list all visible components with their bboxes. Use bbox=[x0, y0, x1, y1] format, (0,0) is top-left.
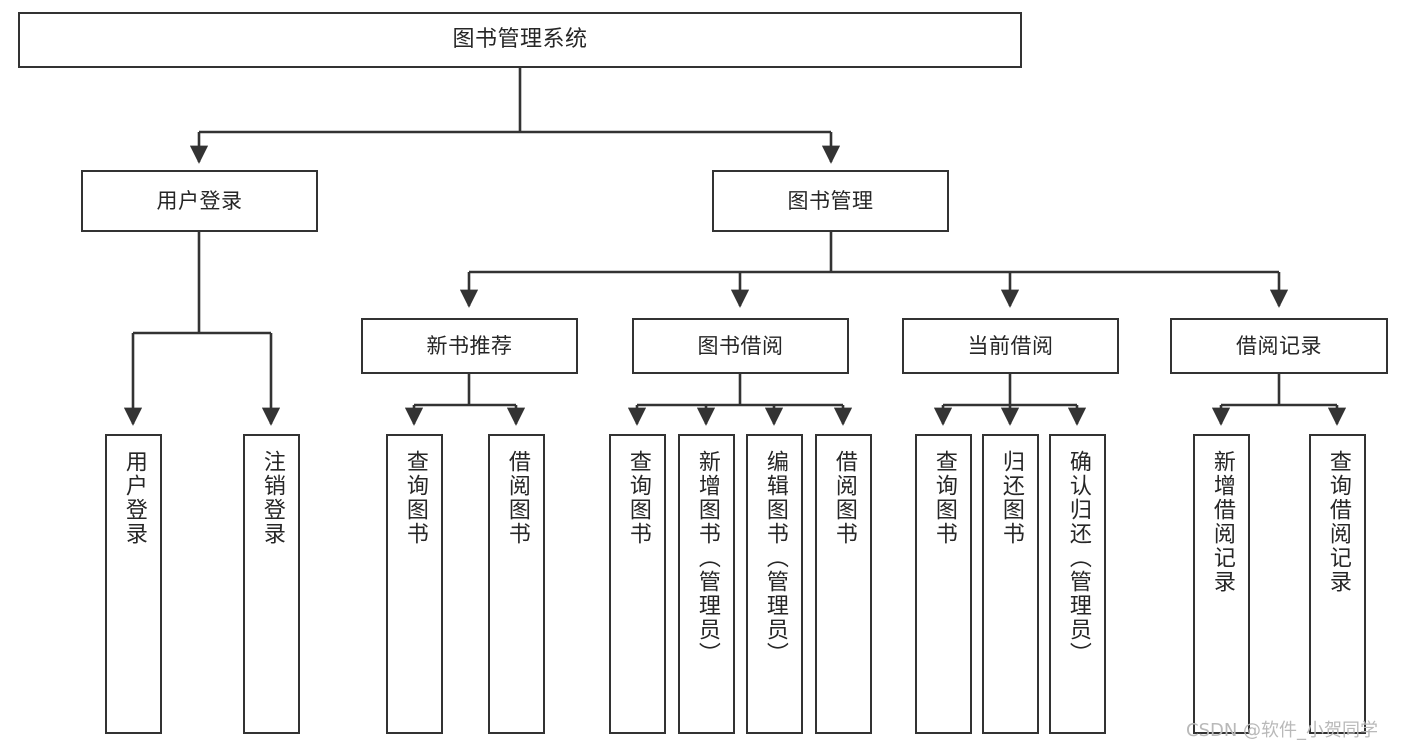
leaf-confirm-return-admin[interactable]: 确认归还（管理员） bbox=[1049, 434, 1106, 734]
node-label: 编辑图书（管理员） bbox=[762, 450, 788, 666]
leaf-query-book-current[interactable]: 查询图书 bbox=[915, 434, 972, 734]
leaf-add-borrow-record[interactable]: 新增借阅记录 bbox=[1193, 434, 1250, 734]
leaf-query-book-borrow[interactable]: 查询图书 bbox=[609, 434, 666, 734]
watermark: CSDN @软件_小贺同学 bbox=[1186, 720, 1379, 741]
node-label: 图书借阅 bbox=[697, 333, 784, 358]
node-label: 借阅记录 bbox=[1236, 333, 1322, 358]
node-label: 新增借阅记录 bbox=[1209, 450, 1235, 594]
node-label: 图书管理系统 bbox=[452, 27, 588, 53]
node-root-system[interactable]: 图书管理系统 bbox=[18, 12, 1022, 68]
node-label: 查询图书 bbox=[625, 450, 651, 546]
leaf-query-borrow-record[interactable]: 查询借阅记录 bbox=[1309, 434, 1366, 734]
node-label: 归还图书 bbox=[998, 450, 1024, 546]
node-label: 新增图书（管理员） bbox=[694, 450, 720, 666]
node-label: 用户登录 bbox=[121, 450, 147, 546]
leaf-borrow-book[interactable]: 借阅图书 bbox=[815, 434, 872, 734]
node-label: 查询图书 bbox=[402, 450, 428, 546]
leaf-user-login[interactable]: 用户登录 bbox=[105, 434, 162, 734]
leaf-borrow-book-new[interactable]: 借阅图书 bbox=[488, 434, 545, 734]
node-label: 确认归还（管理员） bbox=[1065, 450, 1091, 666]
leaf-edit-book-admin[interactable]: 编辑图书（管理员） bbox=[746, 434, 803, 734]
node-borrow-record[interactable]: 借阅记录 bbox=[1170, 318, 1388, 374]
node-label: 当前借阅 bbox=[967, 333, 1054, 358]
leaf-add-book-admin[interactable]: 新增图书（管理员） bbox=[678, 434, 735, 734]
node-label: 注销登录 bbox=[259, 450, 285, 546]
node-label: 查询图书 bbox=[931, 450, 957, 546]
node-new-book-recommend[interactable]: 新书推荐 bbox=[361, 318, 578, 374]
leaf-user-logout[interactable]: 注销登录 bbox=[243, 434, 300, 734]
node-label: 用户登录 bbox=[156, 188, 243, 213]
node-user-login[interactable]: 用户登录 bbox=[81, 170, 318, 232]
node-current-borrow[interactable]: 当前借阅 bbox=[902, 318, 1119, 374]
leaf-return-book[interactable]: 归还图书 bbox=[982, 434, 1039, 734]
node-label: 图书管理 bbox=[787, 188, 874, 213]
node-book-borrow[interactable]: 图书借阅 bbox=[632, 318, 849, 374]
node-label: 借阅图书 bbox=[504, 450, 530, 546]
node-book-management[interactable]: 图书管理 bbox=[712, 170, 949, 232]
leaf-query-book-new[interactable]: 查询图书 bbox=[386, 434, 443, 734]
node-label: 新书推荐 bbox=[426, 333, 513, 358]
node-label: 查询借阅记录 bbox=[1325, 450, 1351, 594]
node-label: 借阅图书 bbox=[831, 450, 857, 546]
